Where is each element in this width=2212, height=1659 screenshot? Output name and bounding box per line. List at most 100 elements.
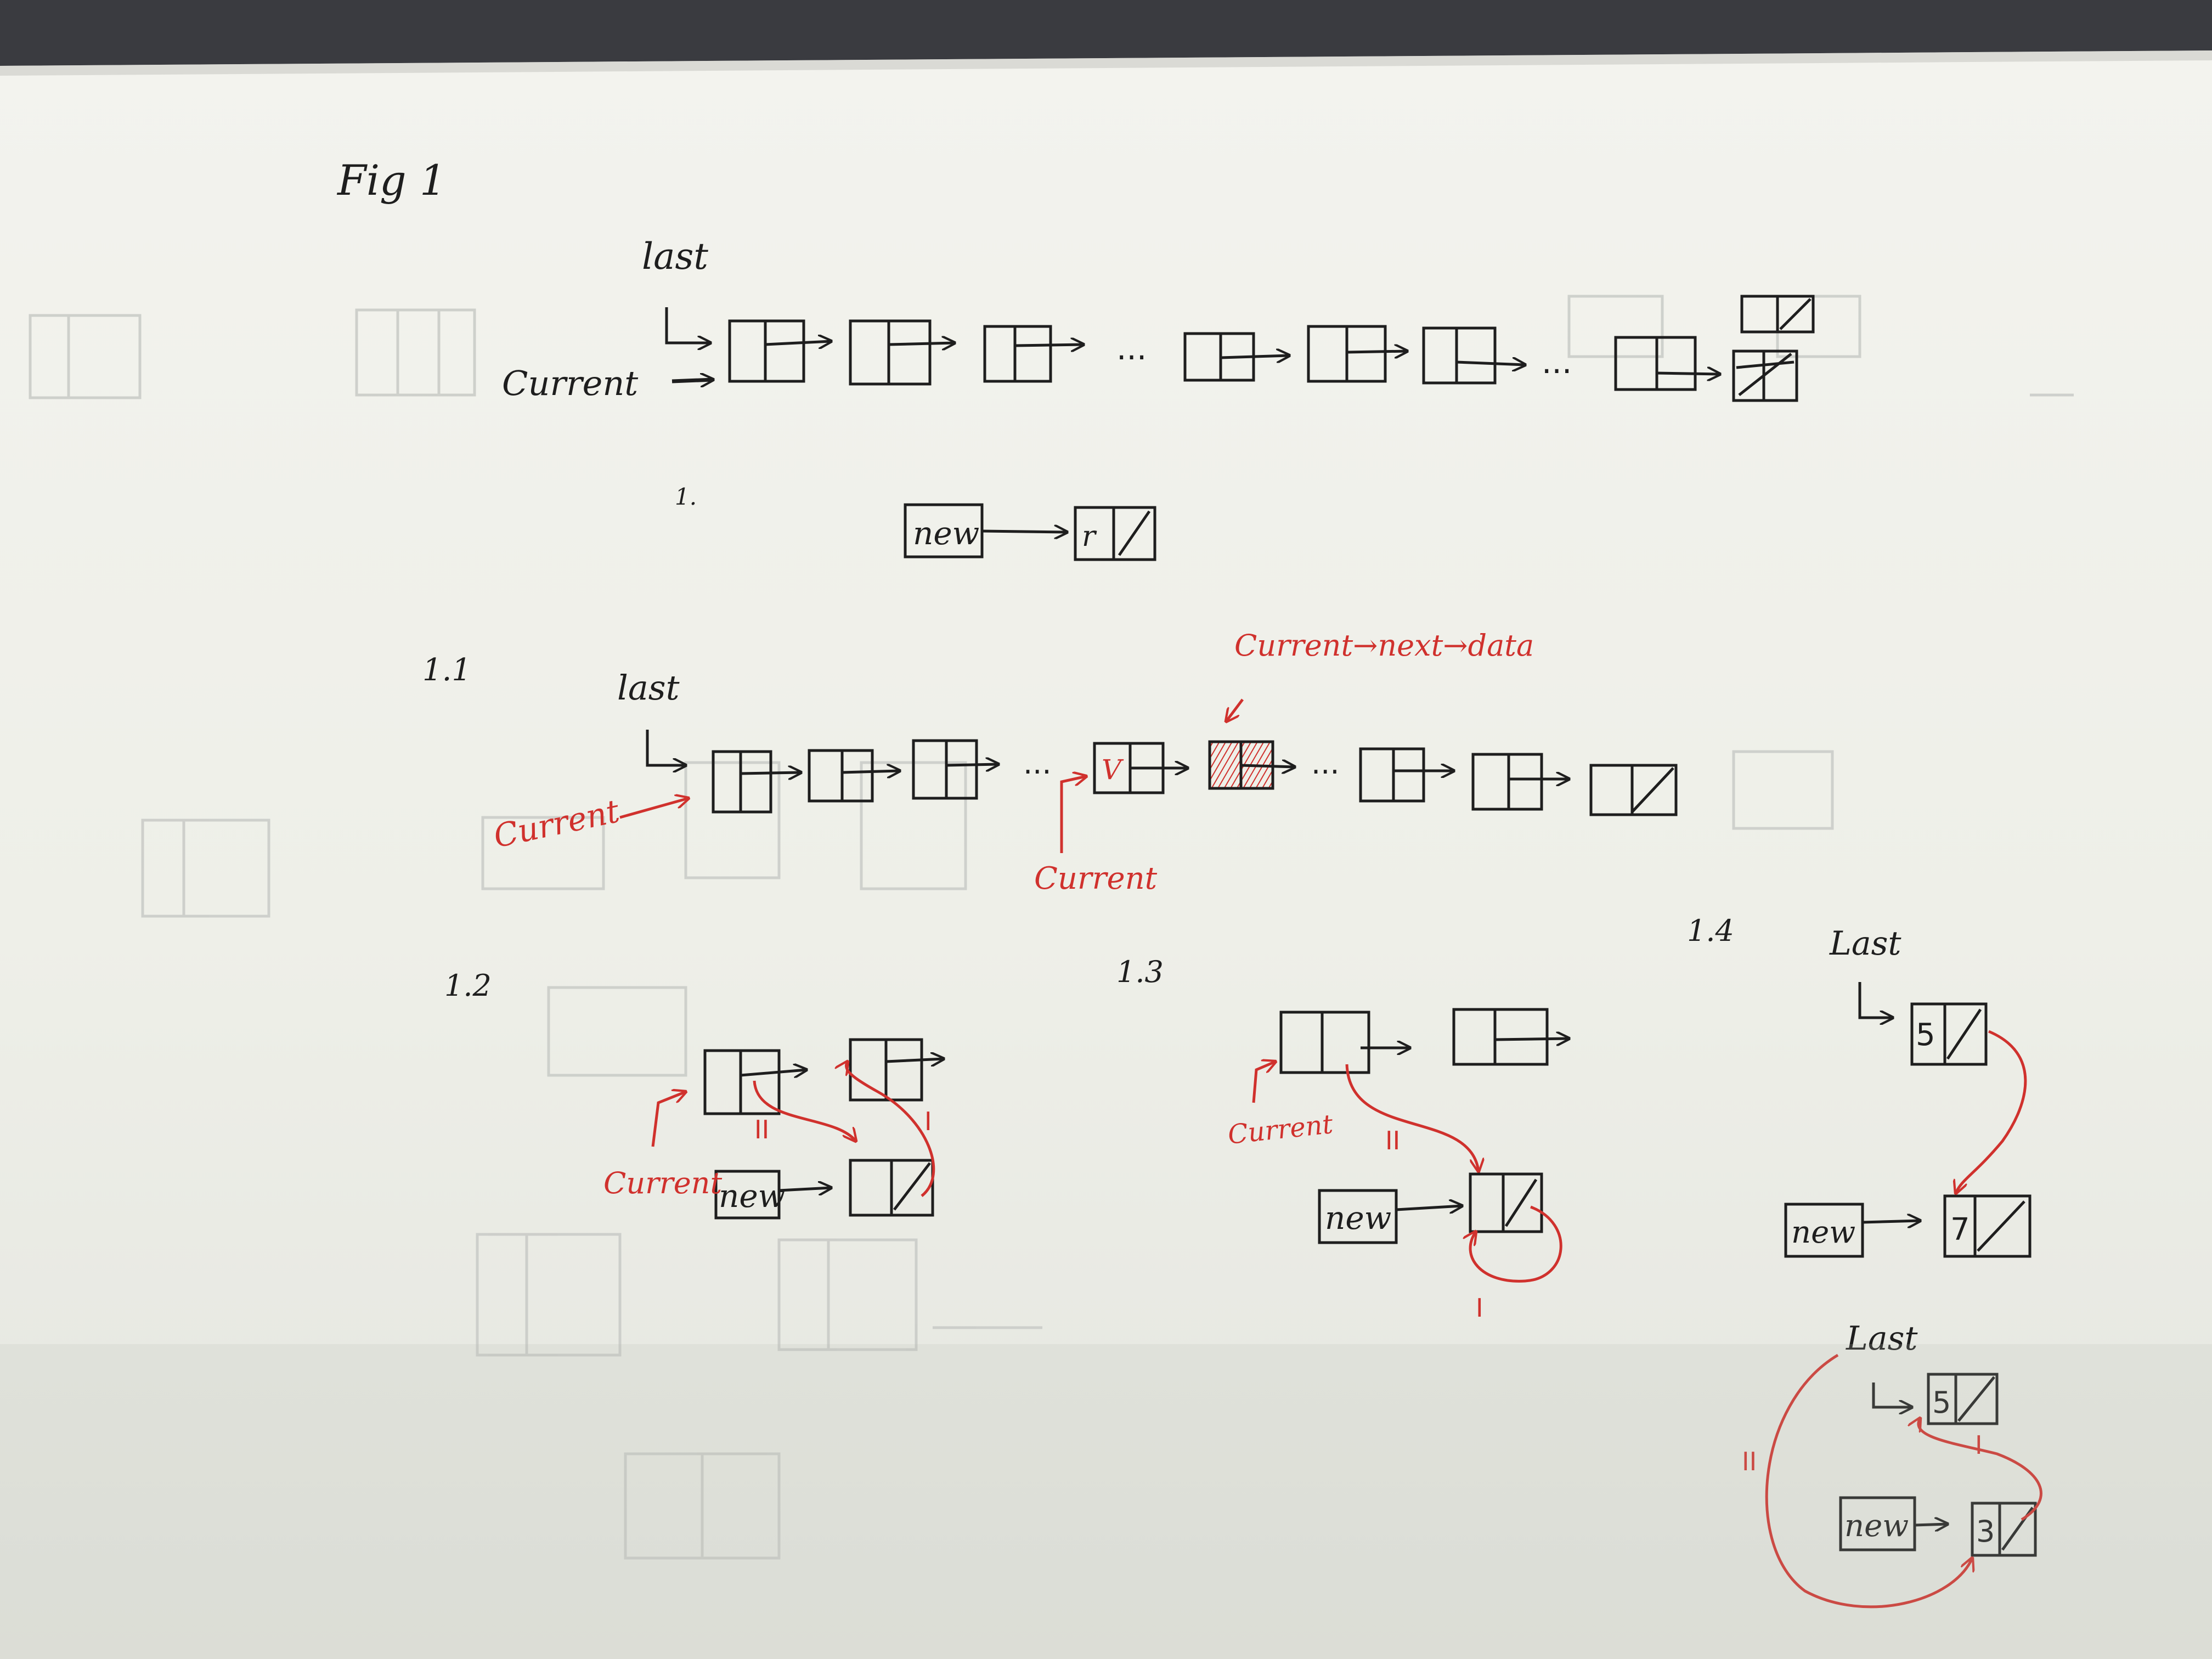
s11-title: 1.1 — [422, 652, 471, 688]
s12-new-label: new — [719, 1177, 785, 1215]
fig1-ellipsis: ... — [1542, 343, 1572, 381]
s11-last-arrow — [646, 730, 686, 765]
s11-node — [808, 749, 900, 803]
s14-last-value-bottom: 5 — [1932, 1385, 1951, 1420]
s14-last-value-top: 5 — [1916, 1017, 1936, 1053]
s12-new-box — [714, 1170, 781, 1220]
s12-new-arrow — [778, 1188, 831, 1190]
s14-link-arrow-top — [1956, 1030, 2027, 1193]
s11-last-label: last — [617, 668, 680, 708]
s13-title: 1.3 — [1116, 955, 1164, 989]
s14-last-label-bottom: Last — [1846, 1319, 1918, 1358]
s14-last-arrow-top — [1858, 982, 1893, 1018]
fig1-tail-node — [1732, 349, 1798, 402]
s14-new-arrow-top — [1862, 1221, 1920, 1222]
fig1-node-list — [728, 295, 1815, 402]
fig1-new-label: new — [913, 515, 979, 552]
fig1-new-node-value: r — [1082, 520, 1097, 553]
s11-node-value: V — [1102, 754, 1124, 786]
s14-new-value-top: 7 — [1950, 1212, 1970, 1248]
s14-last-node-bottom — [1927, 1373, 1999, 1425]
fig1-current-arrow — [672, 380, 713, 381]
s13-step2-label: II — [1385, 1126, 1400, 1155]
fig1-new-arrow — [981, 531, 1067, 532]
fig1-section: Fig 1 last Current — [336, 156, 1815, 561]
s11-annotation: Current→next→data — [1234, 628, 1534, 663]
fig1-node — [983, 325, 1084, 383]
s12-step2-arrow — [753, 1080, 856, 1141]
s12-current-label: Current — [603, 1166, 722, 1200]
s13-step1-arrow — [1470, 1205, 1562, 1283]
s13-new-box — [1318, 1189, 1398, 1244]
s11-current-arrow-left — [619, 798, 689, 819]
s13-node-next — [1452, 1008, 1569, 1066]
fig1-new-box: new — [904, 503, 984, 558]
s14-new-value-bottom: 3 — [1976, 1514, 1995, 1549]
s13-step1-label: I — [1476, 1293, 1483, 1323]
s12-step2-label: II — [754, 1115, 769, 1144]
s12-title: 1.2 — [444, 968, 492, 1003]
s11-node-next — [1208, 740, 1295, 790]
fig1-last-arrow — [665, 307, 710, 343]
s11-node-current — [1093, 742, 1188, 794]
fig1-node — [1307, 325, 1407, 383]
s12-step1-label: I — [924, 1107, 932, 1136]
s13-new-arrow — [1396, 1206, 1462, 1210]
s14-last-arrow-bottom — [1872, 1383, 1912, 1407]
bezel-shadow — [0, 50, 2212, 76]
s13-step2-arrow — [1345, 1064, 1479, 1171]
bottom-shade — [0, 1344, 2212, 1659]
fig1-ellipsis: ... — [1116, 330, 1147, 367]
s13-section: 1.3 new Current II I — [1116, 955, 1569, 1323]
s14-new-label-top: new — [1791, 1215, 1855, 1250]
fig1-node — [728, 319, 831, 383]
s14-last-node-top — [1910, 1002, 1988, 1066]
fig1-node — [849, 319, 955, 386]
fig1-title: Fig 1 — [336, 156, 446, 205]
s14-step2-arrow — [1765, 1353, 1972, 1609]
s14-new-arrow-bottom — [1914, 1524, 1948, 1525]
s11-section: 1.1 last Current→next→data Current — [422, 628, 1678, 896]
s13-new-label: new — [1325, 1199, 1391, 1237]
s12-new-node — [849, 1159, 934, 1217]
fig1-node — [1422, 326, 1525, 385]
s12-node-next — [849, 1038, 944, 1102]
s11-node-list — [712, 739, 1678, 816]
s14-section: 1.4 Last 5 new 7 Last 5 new — [1687, 913, 2042, 1609]
s11-current-arrow-mid — [1060, 776, 1086, 853]
fig1-tail-node-old — [1740, 295, 1815, 334]
s14-step2-label: II — [1742, 1447, 1757, 1476]
s11-node — [712, 750, 801, 814]
s14-new-label-bottom: new — [1844, 1508, 1909, 1544]
s11-annotation-arrow — [1226, 698, 1244, 721]
s13-new-node — [1469, 1172, 1543, 1233]
fig1-node — [1614, 336, 1720, 391]
fig1-last-label: last — [642, 235, 708, 278]
s12-current-arrow — [651, 1092, 686, 1147]
s14-new-node-top — [1943, 1194, 2032, 1258]
fig1-node — [1183, 332, 1289, 382]
fig1-new-node: r — [1074, 506, 1156, 561]
s14-step1-label: I — [1975, 1430, 1983, 1460]
s12-step1-arrow — [846, 1062, 935, 1197]
s11-node — [1471, 753, 1569, 811]
s14-title: 1.4 — [1687, 913, 1734, 948]
s11-node — [1359, 747, 1454, 803]
fig1-current-label: Current — [502, 363, 638, 403]
s12-node-current — [703, 1049, 806, 1115]
s11-node — [912, 739, 998, 800]
s11-tail-node — [1589, 764, 1678, 816]
s12-section: 1.2 new Current II I — [444, 968, 944, 1220]
fig1-step-marker: 1. — [675, 483, 697, 510]
paper-sheet — [0, 50, 2212, 1659]
s14-step1-arrow — [1918, 1418, 2042, 1521]
s13-node-current — [1279, 1011, 1410, 1074]
s14-last-label-top: Last — [1829, 924, 1901, 963]
s13-current-arrow — [1252, 1062, 1276, 1103]
ghost-drawings — [29, 295, 2074, 1560]
s14-new-box-top — [1784, 1203, 1864, 1258]
s11-ellipsis: ... — [1023, 746, 1052, 781]
s11-ellipsis: ... — [1311, 746, 1340, 781]
s11-current-label-mid: Current — [1034, 861, 1158, 896]
